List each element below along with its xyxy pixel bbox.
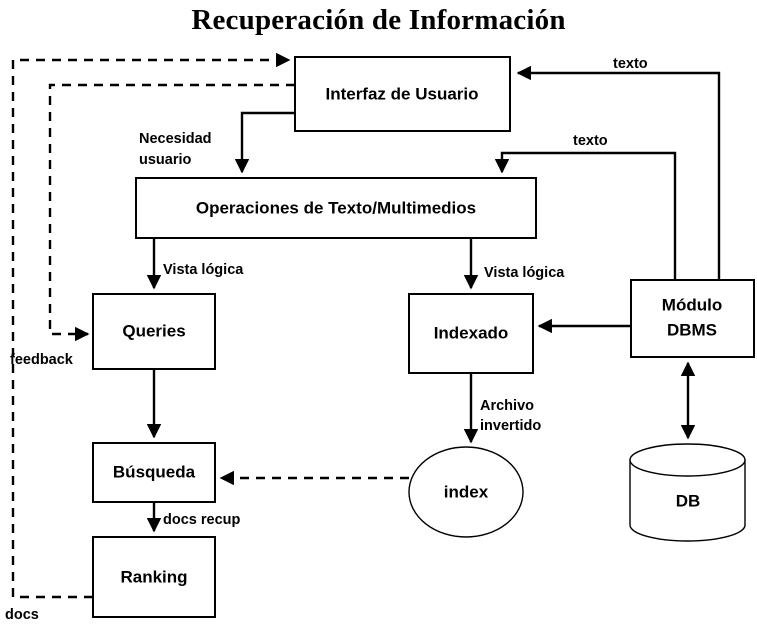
edge-label-user-need-line2: usuario <box>139 152 192 168</box>
node-queries-label: Queries <box>122 321 185 340</box>
edge-feedback-to-queries <box>48 83 295 342</box>
node-searching-label: Búsqueda <box>113 462 196 481</box>
edge-label-docs: docs <box>5 607 39 623</box>
edge-user-interface-to-text-operations <box>234 111 295 174</box>
node-ranking-label: Ranking <box>120 567 187 586</box>
node-database[interactable] <box>629 443 746 542</box>
node-dbms-module-label-line2: DBMS <box>667 320 717 339</box>
node-queries[interactable] <box>92 293 216 370</box>
edge-label-text-top: texto <box>613 56 648 72</box>
node-user-interface-label: Interfaz de Usuario <box>325 84 478 103</box>
node-index-store-label: index <box>444 482 489 501</box>
node-dbms-module-label-line1: Módulo <box>662 295 722 314</box>
edge-label-docs-retrieved: docs recup <box>163 512 240 528</box>
edge-ranking-docs-to-user-interface <box>11 52 291 599</box>
node-indexing-label: Indexado <box>434 323 509 342</box>
edge-label-inverted-file-line2: invertido <box>480 418 541 434</box>
node-text-operations-label: Operaciones de Texto/Multimedios <box>196 198 476 217</box>
node-database-label: DB <box>676 491 701 510</box>
edge-label-inverted-file-line1: Archivo <box>480 398 534 414</box>
node-dbms-module[interactable] <box>630 279 755 358</box>
node-ranking[interactable] <box>92 536 216 618</box>
page-title: Recuperación de Información <box>191 4 566 36</box>
edge-label-logical-view-left: Vista lógica <box>163 262 244 278</box>
edge-label-text-middle: texto <box>573 133 608 149</box>
edge-label-feedback: feedback <box>10 352 74 368</box>
node-user-interface[interactable] <box>294 56 511 132</box>
edge-label-logical-view-right: Vista lógica <box>484 265 565 281</box>
edge-label-user-need-line1: Necesidad <box>139 131 212 147</box>
edge-text-to-text-operations <box>494 151 677 280</box>
edge-text-to-user-interface <box>516 65 721 280</box>
node-index-store[interactable] <box>408 446 524 538</box>
node-text-operations[interactable] <box>135 177 537 239</box>
